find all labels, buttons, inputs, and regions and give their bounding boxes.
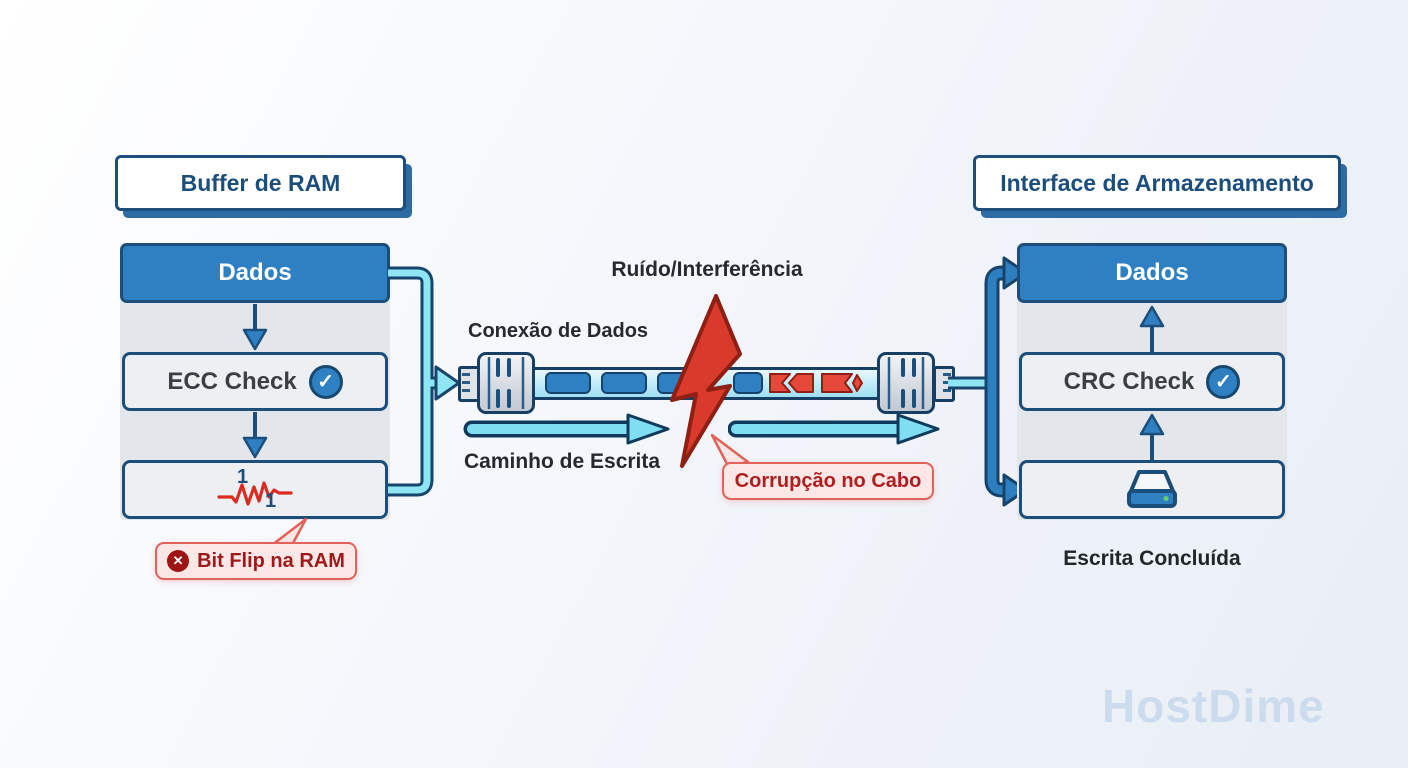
ram-data-label: Dados xyxy=(218,259,292,286)
arrow-right-icon xyxy=(896,413,940,445)
connector-grooves xyxy=(487,357,525,409)
arrow-right-icon xyxy=(1002,473,1028,507)
left-header-label: Buffer de RAM xyxy=(180,169,341,196)
lightning-bolt-icon xyxy=(670,294,742,468)
write-path-arrow-right xyxy=(728,413,940,445)
check-icon: ✓ xyxy=(1206,364,1241,399)
crc-check-label: CRC Check xyxy=(1063,367,1195,395)
write-path-label: Caminho de Escrita xyxy=(464,450,661,473)
data-packet xyxy=(601,372,647,394)
bit-value-bottom: 1 xyxy=(265,490,277,512)
storage-data-label: Dados xyxy=(1115,259,1189,286)
ecc-check-label: ECC Check xyxy=(167,367,297,395)
corrupted-packet-icon xyxy=(821,373,863,393)
glitch-signal-icon xyxy=(217,481,293,506)
ecc-check-box: ECC Check ✓ xyxy=(122,352,388,411)
cable-connector-left xyxy=(477,352,535,414)
data-packet xyxy=(545,372,591,394)
corruption-callout-label: Corrupção no Cabo xyxy=(734,469,922,492)
plug-pins xyxy=(462,373,470,395)
connector-grooves xyxy=(887,357,925,409)
crc-check-box: CRC Check ✓ xyxy=(1019,352,1285,411)
arrow-down-icon xyxy=(242,304,268,351)
plug-pins xyxy=(943,373,951,395)
corrupted-packet-icon xyxy=(769,373,814,393)
error-icon: ✕ xyxy=(167,550,190,572)
storage-data-box: Dados xyxy=(1017,243,1287,303)
bit-flip-callout-label: Bit Flip na RAM xyxy=(197,549,345,572)
noise-label: Ruído/Interferência xyxy=(611,258,803,281)
cable-to-storage-connector xyxy=(948,256,1028,507)
connection-label: Conexão de Dados xyxy=(468,320,649,342)
ram-to-cable-connector xyxy=(388,266,461,497)
arrow-right-icon xyxy=(1002,256,1028,290)
bit-flip-callout: ✕ Bit Flip na RAM xyxy=(155,542,357,580)
check-icon: ✓ xyxy=(308,364,343,399)
bit-value-top: 1 xyxy=(237,466,249,488)
bit-flip-box: 1 1 xyxy=(122,460,388,519)
left-header-box: Buffer de RAM xyxy=(115,155,406,211)
arrow-up-icon xyxy=(1139,413,1165,460)
status-text: Escrita Concluída xyxy=(1063,547,1241,570)
ram-data-box: Dados xyxy=(120,243,390,303)
right-header-label: Interface de Armazenamento xyxy=(1000,169,1314,196)
arrow-up-icon xyxy=(1139,305,1165,352)
hard-drive-icon xyxy=(1127,469,1177,508)
write-path-arrow-left xyxy=(463,413,670,445)
arrow-down-icon xyxy=(242,412,268,459)
disk-box xyxy=(1019,460,1285,519)
corruption-callout: Corrupção no Cabo xyxy=(722,462,934,500)
cable-connector-right xyxy=(877,352,935,414)
arrow-right-icon xyxy=(434,365,461,401)
arrow-right-icon xyxy=(626,413,670,445)
right-header-box: Interface de Armazenamento xyxy=(973,155,1341,211)
hostdime-logo: HostDime xyxy=(1102,680,1325,732)
data-packet xyxy=(733,372,763,394)
